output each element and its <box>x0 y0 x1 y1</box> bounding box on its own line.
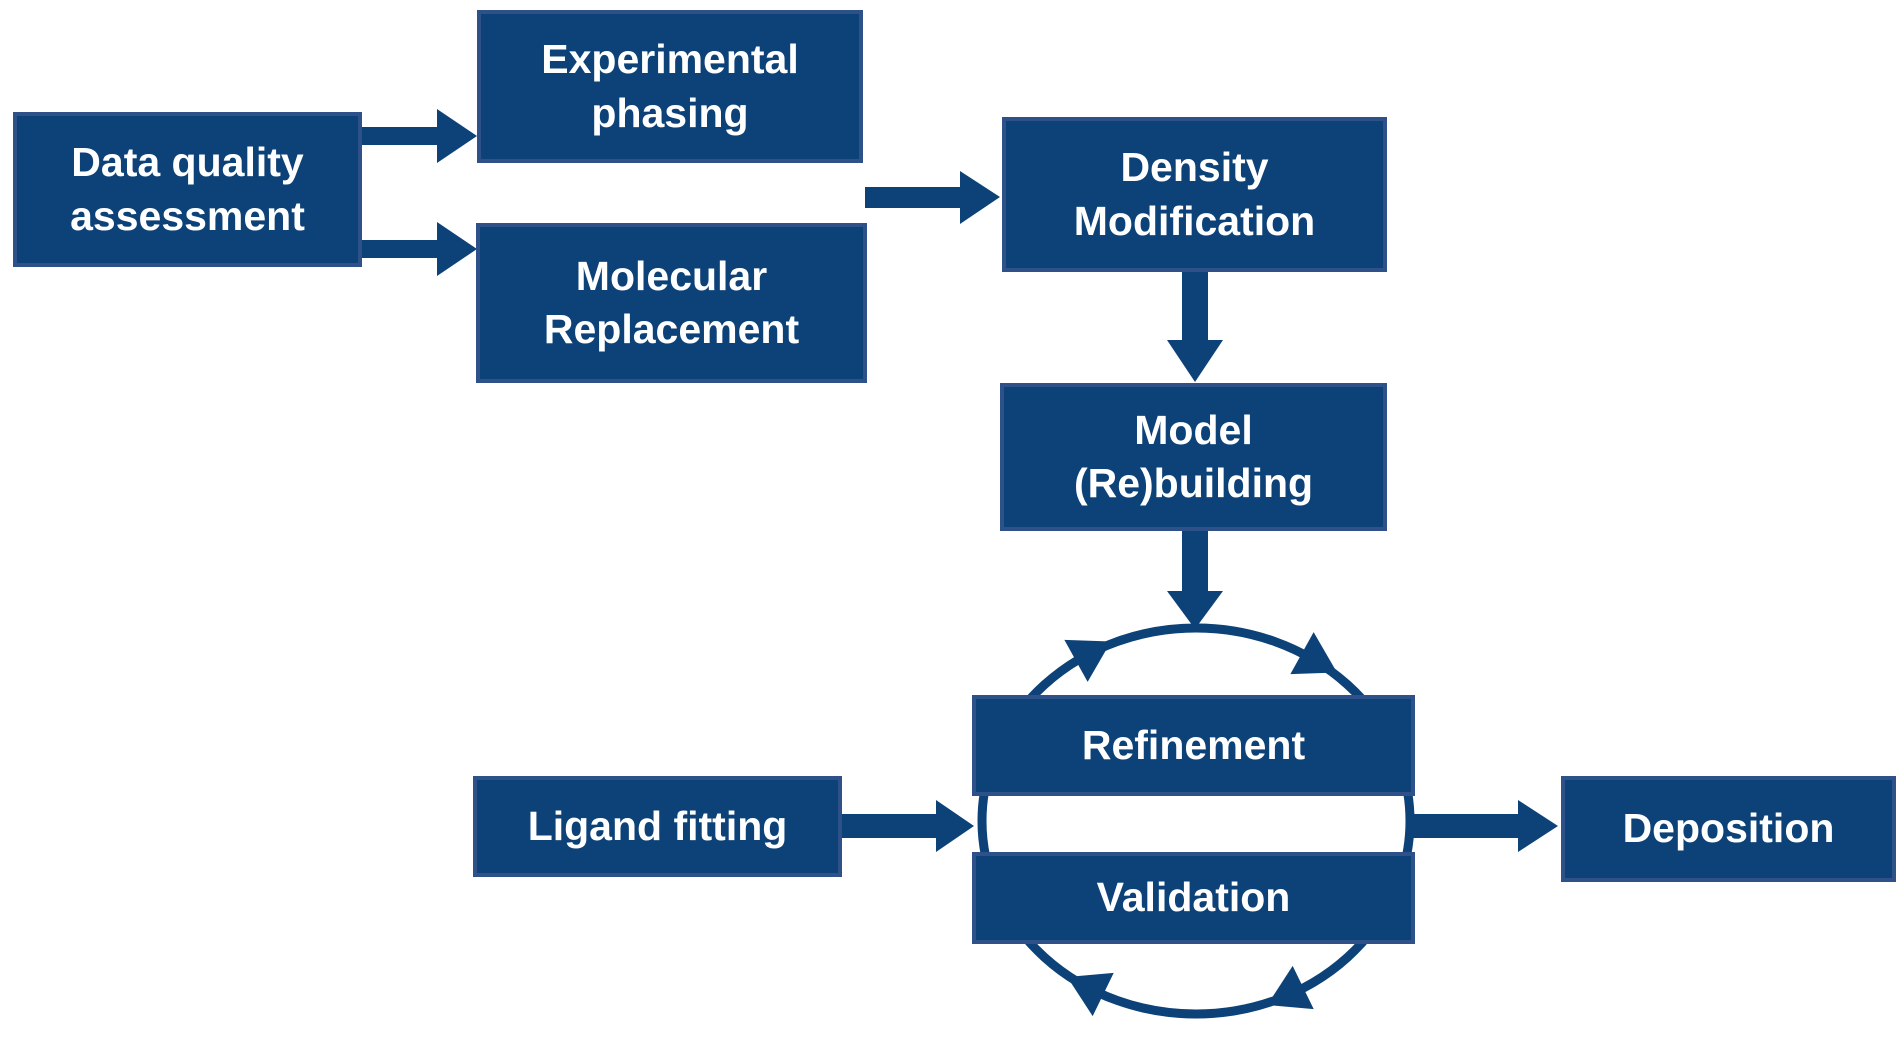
node-label: Refinement <box>1081 721 1306 768</box>
node-label: Model (Re)building <box>1073 406 1314 506</box>
node-experimental-phasing: Experimental phasing <box>477 10 863 163</box>
node-label: Density Modification <box>1073 144 1316 244</box>
node-label: Validation <box>1096 874 1291 921</box>
arrow-ligand-fitting-to-cycle <box>842 800 974 852</box>
arrow-data-quality-to-molecular-replacement <box>362 222 477 276</box>
node-refinement: Refinement <box>972 695 1415 796</box>
refinement-validation-cycle-arrow <box>977 623 1415 1019</box>
node-density-modification: Density Modification <box>1002 117 1387 272</box>
node-label: Deposition <box>1622 805 1835 852</box>
node-molecular-replacement: Molecular Replacement <box>476 223 867 383</box>
node-data-quality-assessment: Data quality assessment <box>13 112 362 267</box>
node-model-rebuilding: Model (Re)building <box>1000 383 1387 531</box>
arrow-data-quality-to-experimental-phasing <box>362 109 477 163</box>
node-label: Ligand fitting <box>527 802 788 849</box>
arrow-phasing-to-density-modification <box>865 171 1000 224</box>
node-label: Experimental phasing <box>541 36 799 136</box>
node-label: Data quality assessment <box>70 139 305 239</box>
arrow-density-modification-to-model-rebuilding <box>1167 272 1223 382</box>
node-validation: Validation <box>972 852 1415 944</box>
arrow-model-rebuilding-to-cycle <box>1167 531 1223 629</box>
node-label: Molecular Replacement <box>543 252 800 352</box>
cycle-arrowhead-top-left-icon <box>1064 639 1111 682</box>
cycle-arrowhead-top-right-icon <box>1290 632 1337 675</box>
cycle-arrowhead-bottom-right-icon <box>1267 965 1314 1010</box>
arrow-cycle-to-deposition <box>1412 800 1558 852</box>
node-deposition: Deposition <box>1561 776 1896 882</box>
cycle-arrowhead-bottom-left-icon <box>1067 972 1114 1017</box>
node-ligand-fitting: Ligand fitting <box>473 776 842 877</box>
